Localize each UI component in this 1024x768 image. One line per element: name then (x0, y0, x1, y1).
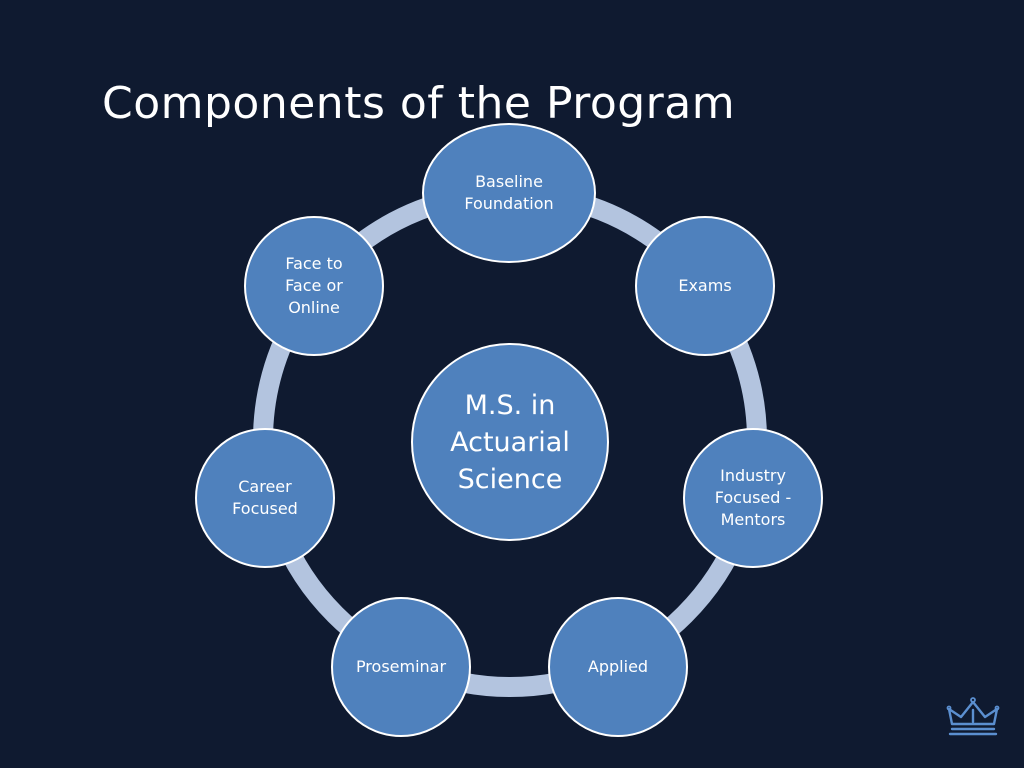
node-label: Face to Face or Online (285, 254, 343, 317)
crown-icon (946, 697, 1000, 736)
node-label: Exams (678, 276, 732, 295)
node-label: Baseline Foundation (464, 172, 554, 213)
node-label: Applied (587, 657, 649, 676)
node-applied: Applied (548, 597, 688, 737)
node-industry-focused-mentors: Industry Focused - Mentors (683, 428, 823, 568)
node-face-to-face-or-online: Face to Face or Online (244, 216, 384, 356)
slide-title: Components of the Program (102, 78, 736, 129)
node-label: Career Focused (232, 477, 298, 518)
center-node-ms-actuarial-science: M.S. in Actuarial Science (411, 343, 609, 541)
center-node-label: M.S. in Actuarial Science (450, 389, 570, 495)
node-label: Industry Focused - Mentors (714, 466, 792, 529)
node-baseline-foundation: Baseline Foundation (422, 123, 596, 263)
node-exams: Exams (635, 216, 775, 356)
node-proseminar: Proseminar (331, 597, 471, 737)
node-label: Proseminar (355, 657, 447, 676)
node-career-focused: Career Focused (195, 428, 335, 568)
